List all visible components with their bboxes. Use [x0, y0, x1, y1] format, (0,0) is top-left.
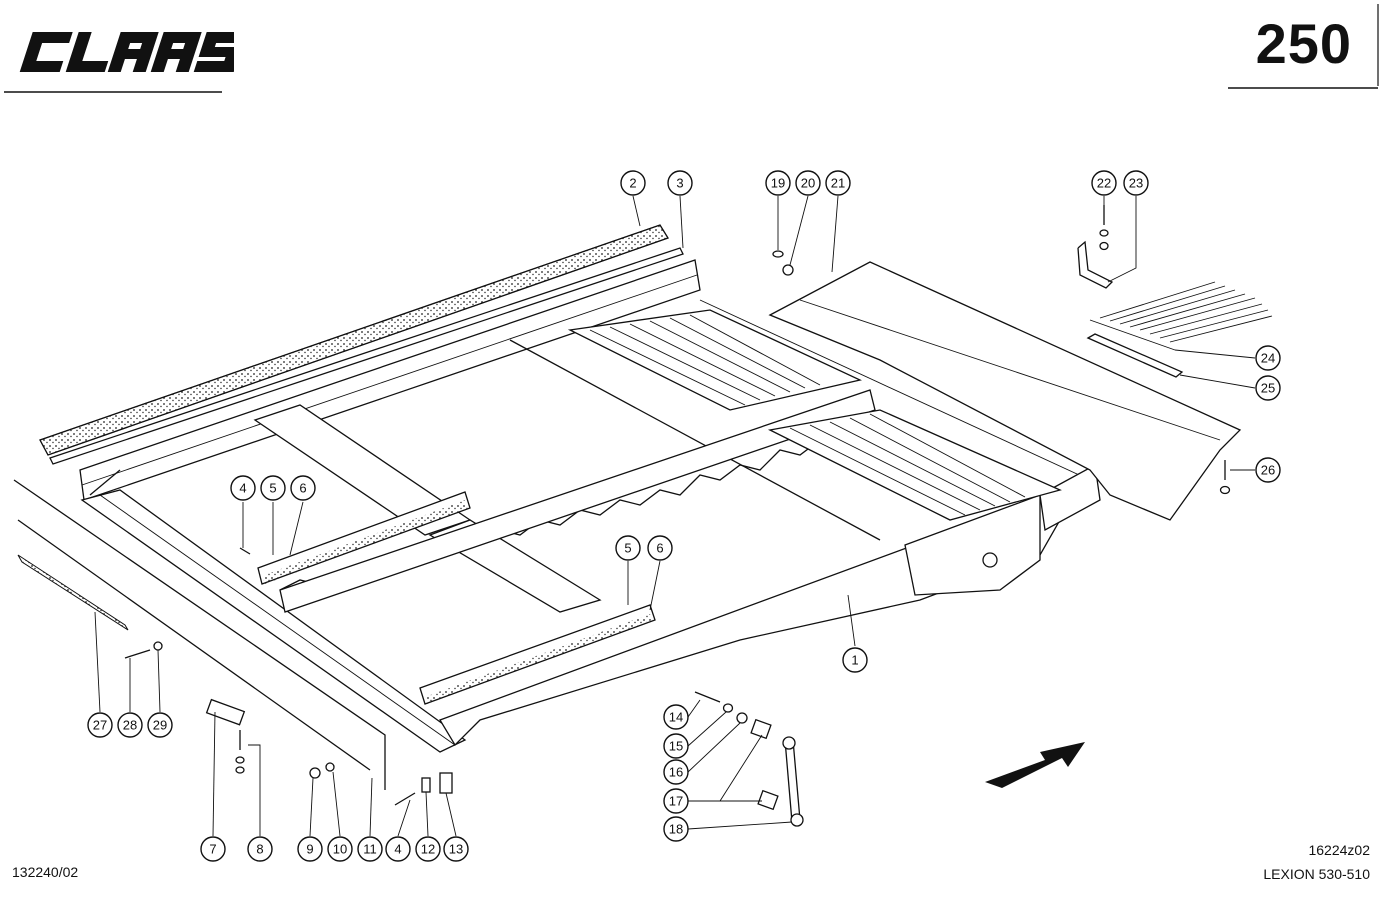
svg-text:29: 29	[153, 718, 167, 733]
callout-18: 18	[663, 816, 689, 842]
svg-text:28: 28	[123, 718, 137, 733]
callout-13: 13	[443, 836, 469, 862]
callout-4-lower: 4	[385, 836, 411, 862]
svg-text:5: 5	[624, 541, 631, 556]
svg-text:25: 25	[1261, 381, 1275, 396]
callout-15: 15	[663, 733, 689, 759]
svg-text:14: 14	[669, 710, 683, 725]
frame-left-rail	[80, 489, 467, 753]
callout-14: 14	[663, 704, 689, 730]
angle-strip-part-5-6-right	[419, 604, 656, 705]
finger-comb-part-24	[1089, 281, 1273, 351]
svg-text:21: 21	[831, 176, 845, 191]
callout-26: 26	[1255, 457, 1281, 483]
svg-text:5: 5	[269, 481, 276, 496]
svg-text:4: 4	[239, 481, 246, 496]
callout-29: 29	[147, 712, 173, 738]
callout-6-lower: 6	[647, 535, 673, 561]
callout-16: 16	[663, 759, 689, 785]
svg-text:15: 15	[669, 739, 683, 754]
hardware-bolts	[124, 205, 1231, 811]
callout-27: 27	[87, 712, 113, 738]
callout-25: 25	[1255, 375, 1281, 401]
callout-11: 11	[357, 836, 383, 862]
callout-10: 10	[327, 836, 353, 862]
callout-8: 8	[247, 836, 273, 862]
retaining-strip-part-3	[49, 247, 684, 465]
svg-text:4: 4	[394, 842, 401, 857]
lower-rail-part-11	[13, 479, 386, 790]
svg-text:22: 22	[1097, 176, 1111, 191]
clamp-strip-part-25	[1086, 333, 1184, 378]
callout-3: 3	[667, 170, 693, 196]
svg-text:27: 27	[93, 718, 107, 733]
svg-text:10: 10	[333, 842, 347, 857]
svg-text:6: 6	[299, 481, 306, 496]
svg-text:1: 1	[851, 653, 858, 668]
svg-text:17: 17	[669, 794, 683, 809]
svg-text:6: 6	[656, 541, 663, 556]
svg-text:7: 7	[209, 842, 216, 857]
svg-text:13: 13	[449, 842, 463, 857]
svg-text:11: 11	[363, 842, 377, 857]
leader-lines	[94, 195, 1256, 837]
svg-text:16: 16	[669, 765, 683, 780]
grate-slats-lower	[767, 409, 1062, 521]
toothed-plate	[279, 389, 876, 613]
callout-6-upper: 6	[290, 475, 316, 501]
svg-text:2: 2	[629, 176, 636, 191]
callout-2: 2	[620, 170, 646, 196]
callout-28: 28	[117, 712, 143, 738]
svg-text:23: 23	[1129, 176, 1143, 191]
page-number: 250	[1255, 12, 1352, 75]
main-frame-part-1	[439, 299, 1101, 747]
document-code: 132240/02	[12, 864, 79, 880]
direction-arrow-icon	[985, 742, 1085, 788]
callout-5-upper: 5	[260, 475, 286, 501]
svg-text:8: 8	[256, 842, 263, 857]
callout-24: 24	[1255, 345, 1281, 371]
sealing-strip-part-2	[39, 224, 669, 456]
svg-text:12: 12	[421, 842, 435, 857]
callout-1: 1	[842, 647, 868, 673]
svg-text:3: 3	[676, 176, 683, 191]
callout-4-upper: 4	[230, 475, 256, 501]
svg-text:24: 24	[1261, 351, 1275, 366]
side-strip-part-27	[17, 554, 129, 631]
callout-7: 7	[200, 836, 226, 862]
link-rod-part-18	[782, 736, 804, 827]
figure-code: 16224z02	[1308, 842, 1370, 858]
callout-23: 23	[1123, 170, 1149, 196]
callout-17: 17	[663, 788, 689, 814]
callout-20: 20	[795, 170, 821, 196]
callout-19: 19	[765, 170, 791, 196]
svg-text:20: 20	[801, 176, 815, 191]
callout-5-lower: 5	[615, 535, 641, 561]
callout-21: 21	[825, 170, 851, 196]
model-name: LEXION 530-510	[1263, 866, 1370, 882]
grate-slats-upper	[567, 309, 862, 411]
angle-strip-part-5-6-left	[257, 491, 471, 585]
cover-plate-part-21	[768, 261, 1242, 521]
svg-text:19: 19	[771, 176, 785, 191]
callout-9: 9	[297, 836, 323, 862]
claas-logo	[19, 32, 234, 72]
bracket-part-23	[1077, 240, 1114, 289]
frame-upper-rail	[79, 259, 701, 501]
svg-text:18: 18	[669, 822, 683, 837]
callout-22: 22	[1091, 170, 1117, 196]
svg-text:26: 26	[1261, 463, 1275, 478]
svg-text:9: 9	[306, 842, 313, 857]
callout-12: 12	[415, 836, 441, 862]
